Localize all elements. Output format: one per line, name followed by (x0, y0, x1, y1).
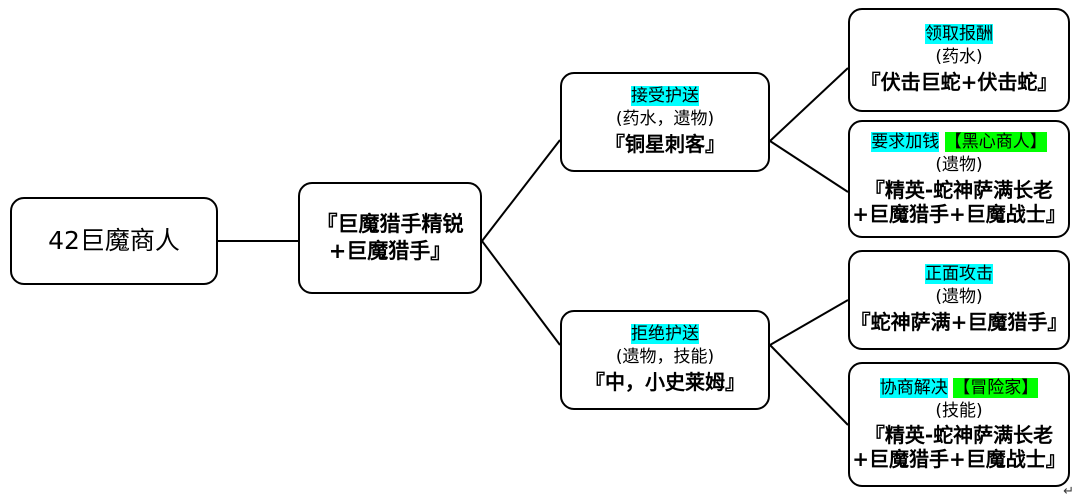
node-negotiate-rewards: (技能) (935, 400, 983, 421)
node-negotiate[interactable]: 协商解决 【冒险家】 (技能) 『精英-蛇神萨满长老 +巨魔猎手+巨魔战士』 (848, 362, 1070, 487)
choice-highlight: 领取报酬 (925, 24, 993, 45)
node-frontal-attack-rewards: (遗物) (935, 287, 983, 308)
node-stage1-line2: +巨魔猎手』 (328, 239, 452, 263)
edge-stage1-to-accept (481, 139, 561, 242)
role-highlight: 【黑心商人】 (944, 132, 1047, 153)
node-refuse-escort-title: 拒绝护送 (631, 324, 699, 346)
role-highlight: 【冒险家】 (953, 377, 1039, 398)
node-refuse-escort-rewards: (遗物，技能) (615, 347, 715, 368)
node-refuse-escort[interactable]: 拒绝护送 (遗物，技能) 『中，小史莱姆』 (560, 310, 770, 410)
node-stage1-line1: 『巨魔猎手精锐 (316, 212, 464, 237)
node-accept-escort-rewards: (药水，遗物) (615, 109, 715, 130)
edge-accept-to-reward (769, 67, 849, 142)
choice-highlight: 要求加钱 (871, 132, 940, 153)
node-accept-escort-title: 接受护送 (631, 86, 699, 108)
edge-stage1-to-refuse (481, 240, 561, 346)
node-negotiate-enemies-line2: +巨魔猎手+巨魔战士』 (852, 447, 1066, 472)
node-frontal-attack-enemies: 『蛇神萨满+巨魔猎手』 (850, 309, 1068, 334)
choice-highlight: 协商解决 (879, 377, 948, 398)
node-negotiate-enemies-line1: 『精英-蛇神萨满长老 (864, 423, 1054, 448)
node-root[interactable]: 42巨魔商人 (10, 197, 218, 285)
node-demand-more-money-rewards: (遗物) (935, 155, 983, 175)
node-demand-more-money-enemies-line2: +巨魔猎手+巨魔战士』 (852, 201, 1066, 226)
node-claim-reward-enemies: 『伏击巨蛇+伏击蛇』 (860, 69, 1058, 94)
node-claim-reward-title: 领取报酬 (925, 24, 993, 46)
node-accept-escort[interactable]: 接受护送 (药水，遗物) 『铜星刺客』 (560, 72, 770, 172)
title-separator (939, 132, 944, 152)
node-demand-more-money-enemies-line1: 『精英-蛇神萨满长老 (864, 177, 1054, 202)
node-claim-reward[interactable]: 领取报酬 (药水) 『伏击巨蛇+伏击蛇』 (848, 8, 1070, 112)
paragraph-return-mark: ↵ (1063, 484, 1074, 499)
node-frontal-attack-title: 正面攻击 (925, 264, 993, 286)
node-accept-escort-enemies: 『铜星刺客』 (605, 131, 725, 156)
node-frontal-attack[interactable]: 正面攻击 (遗物) 『蛇神萨满+巨魔猎手』 (848, 250, 1070, 350)
node-root-label: 42巨魔商人 (48, 226, 180, 255)
node-negotiate-title: 协商解决 【冒险家】 (879, 377, 1039, 400)
edge-accept-to-extort (769, 140, 849, 193)
node-claim-reward-rewards: (药水) (935, 47, 983, 68)
choice-highlight: 正面攻击 (925, 264, 993, 285)
node-refuse-escort-enemies: 『中，小史莱姆』 (585, 369, 745, 394)
node-stage1[interactable]: 『巨魔猎手精锐 +巨魔猎手』 (298, 182, 482, 294)
node-demand-more-money-title: 要求加钱 【黑心商人】 (871, 132, 1047, 154)
edge-refuse-to-negotiate (769, 344, 849, 426)
node-demand-more-money[interactable]: 要求加钱 【黑心商人】 (遗物) 『精英-蛇神萨满长老 +巨魔猎手+巨魔战士』 (848, 120, 1070, 238)
choice-highlight: 接受护送 (631, 86, 699, 107)
edge-refuse-to-attack (769, 299, 849, 346)
choice-highlight: 拒绝护送 (631, 324, 699, 345)
